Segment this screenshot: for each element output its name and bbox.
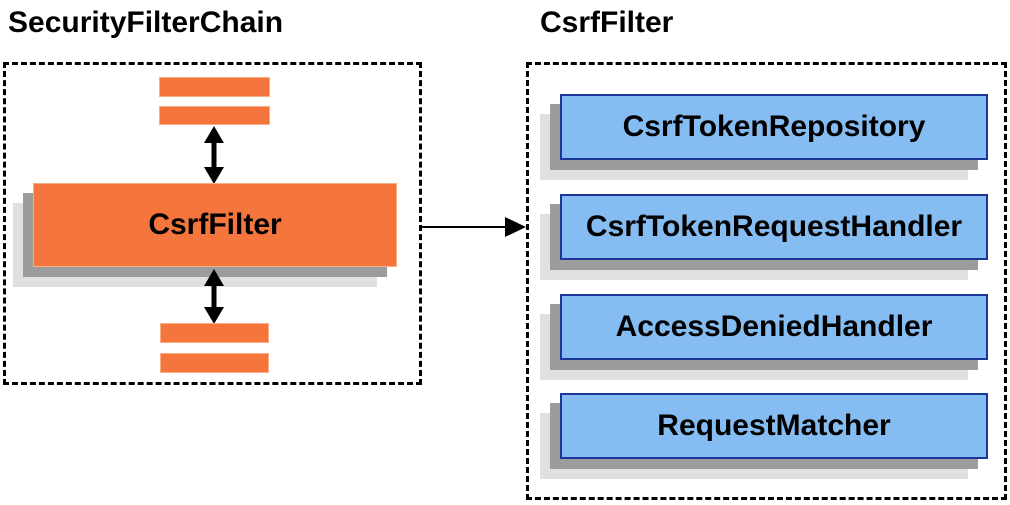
filter-placeholder-bar-top-2 [159, 106, 270, 125]
component-csrf-token-repository: CsrfTokenRepository [560, 94, 988, 160]
filter-placeholder-bar-bottom-1 [160, 323, 269, 343]
csrf-filter-title: CsrfFilter [540, 6, 674, 39]
component-csrf-token-request-handler: CsrfTokenRequestHandler [560, 194, 988, 260]
security-filter-chain-title: SecurityFilterChain [8, 6, 284, 39]
filter-placeholder-bar-top-1 [159, 77, 270, 97]
component-request-matcher: RequestMatcher [560, 393, 988, 459]
component-label: CsrfTokenRequestHandler [585, 210, 963, 243]
csrf-filter-container [526, 62, 1007, 500]
component-label: AccessDeniedHandler [615, 310, 933, 343]
bidirectional-arrow-icon [204, 269, 224, 324]
flow-arrow-icon [422, 217, 526, 237]
csrf-filter-node-label: CsrfFilter [148, 208, 282, 241]
security-filter-chain-container [3, 62, 422, 385]
component-access-denied-handler: AccessDeniedHandler [560, 294, 988, 360]
component-label: CsrfTokenRepository [622, 110, 926, 143]
csrf-filter-node: CsrfFilter [33, 183, 397, 267]
bidirectional-arrow-icon [204, 126, 224, 184]
component-label: RequestMatcher [657, 409, 891, 442]
filter-placeholder-bar-bottom-2 [160, 353, 269, 373]
